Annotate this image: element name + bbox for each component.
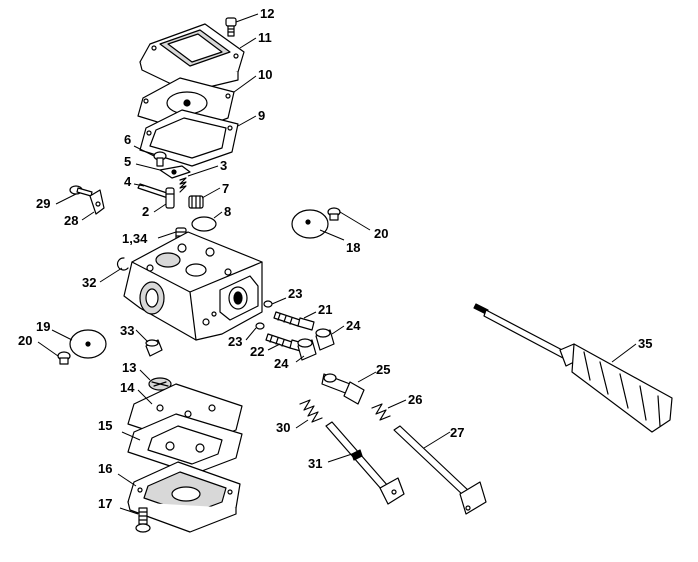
part-6-screw — [153, 151, 167, 167]
part-26-spring — [371, 403, 391, 421]
callout-23-upper: 23 — [288, 286, 302, 301]
callout-24-upper: 24 — [346, 318, 361, 333]
part-31-choke-shaft — [325, 421, 405, 505]
callout-2: 2 — [142, 204, 149, 219]
callout-1-34: 1,34 — [122, 231, 148, 246]
callout-8: 8 — [224, 204, 231, 219]
callout-33: 33 — [120, 323, 134, 338]
part-12-screw — [225, 17, 237, 37]
carburetor-body — [123, 231, 263, 341]
part-20-screw-right — [327, 207, 341, 221]
callout-7: 7 — [222, 181, 229, 196]
callout-20-left: 20 — [18, 333, 32, 348]
part-29-screw — [69, 185, 93, 197]
part-35-screwdriver — [473, 303, 673, 433]
part-24-sleeve-lower — [297, 338, 317, 361]
callout-18: 18 — [346, 240, 360, 255]
part-9-gasket — [139, 109, 239, 167]
callout-28: 28 — [64, 213, 78, 228]
part-19-choke-plate — [69, 329, 107, 359]
callout-21: 21 — [318, 302, 332, 317]
callout-9: 9 — [258, 108, 265, 123]
part-18-shutter — [291, 209, 329, 239]
part-33-bushing — [145, 339, 163, 357]
part-23-oring-upper — [263, 300, 273, 308]
part-32-clip — [116, 257, 129, 271]
part-20-screw-left — [57, 351, 71, 365]
callout-5: 5 — [124, 154, 131, 169]
callout-26: 26 — [408, 392, 422, 407]
part-8-disc — [191, 216, 217, 232]
callout-23-lower: 23 — [228, 334, 242, 349]
part-5-lever — [159, 165, 191, 179]
callout-27: 27 — [450, 425, 464, 440]
callout-19: 19 — [36, 319, 50, 334]
callout-29: 29 — [36, 196, 50, 211]
callout-25: 25 — [376, 362, 390, 377]
part-7-plug — [188, 195, 204, 209]
part-13-strainer — [148, 377, 172, 391]
part-15-diaphragm — [127, 413, 243, 475]
callout-31: 31 — [308, 456, 322, 471]
callout-35: 35 — [638, 336, 652, 351]
callout-16: 16 — [98, 461, 112, 476]
part-28-bracket — [89, 189, 105, 215]
callout-24-lower: 24 — [274, 356, 289, 371]
callout-11: 11 — [258, 30, 272, 45]
callout-30: 30 — [276, 420, 290, 435]
leader-lines — [37, 13, 637, 515]
callout-13: 13 — [122, 360, 136, 375]
callout-3: 3 — [220, 158, 227, 173]
part-11-cover — [139, 23, 245, 93]
callout-32: 32 — [82, 275, 96, 290]
callout-17: 17 — [98, 496, 112, 511]
callout-22: 22 — [250, 344, 264, 359]
callout-14: 14 — [120, 380, 135, 395]
callout-15: 15 — [98, 418, 112, 433]
callout-6: 6 — [124, 132, 131, 147]
callout-labels: 12 11 10 9 6 5 3 4 7 2 8 1,34 29 28 32 2… — [18, 6, 652, 511]
part-17-screw — [135, 507, 151, 533]
part-2-needle — [165, 187, 175, 209]
part-3-spring — [179, 177, 187, 193]
callout-10: 10 — [258, 67, 272, 82]
callout-20-right: 20 — [374, 226, 388, 241]
callout-12: 12 — [260, 6, 274, 21]
part-21-adjusting-screw — [273, 311, 315, 331]
part-24-sleeve-upper — [315, 328, 335, 351]
part-30-spring — [299, 399, 323, 423]
part-16-end-cover — [127, 461, 241, 533]
part-25-shaft-end — [321, 373, 365, 405]
callout-4: 4 — [124, 174, 132, 189]
part-23-oring-lower — [255, 322, 265, 330]
part-27-throttle-shaft — [393, 425, 487, 515]
